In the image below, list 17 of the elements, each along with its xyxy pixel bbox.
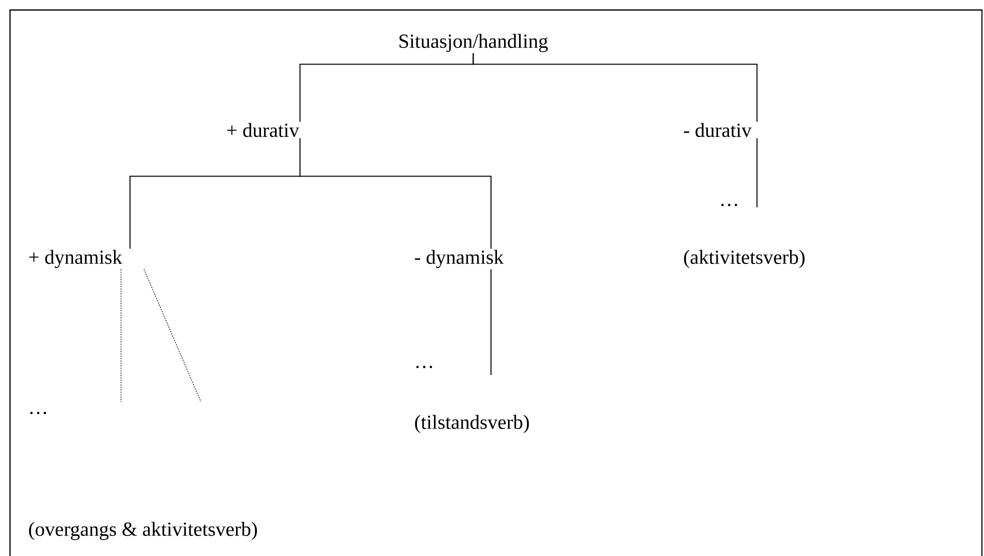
connector-line [756,138,758,208]
tree-label: + durativ [227,122,300,138]
tree-label: - durativ [684,122,752,138]
connector-line [120,268,122,402]
ellipsis: … [721,204,738,206]
connector-line [144,268,202,402]
connector-line [472,52,758,122]
tree-label: (overgangs & aktivitetsverb) [29,522,257,540]
connector-line [490,268,492,376]
tree-label: (tilstandsverb) [415,414,529,434]
ellipsis: … [30,412,46,414]
ellipsis: … [416,366,432,368]
tree-label: (aktivitetsverb) [684,250,805,268]
tree-label: Situasjon/handling [400,34,548,52]
tree-label: - dynamisk [414,250,504,268]
tree-label: + dynamisk [29,250,122,268]
connector-line [300,138,492,250]
